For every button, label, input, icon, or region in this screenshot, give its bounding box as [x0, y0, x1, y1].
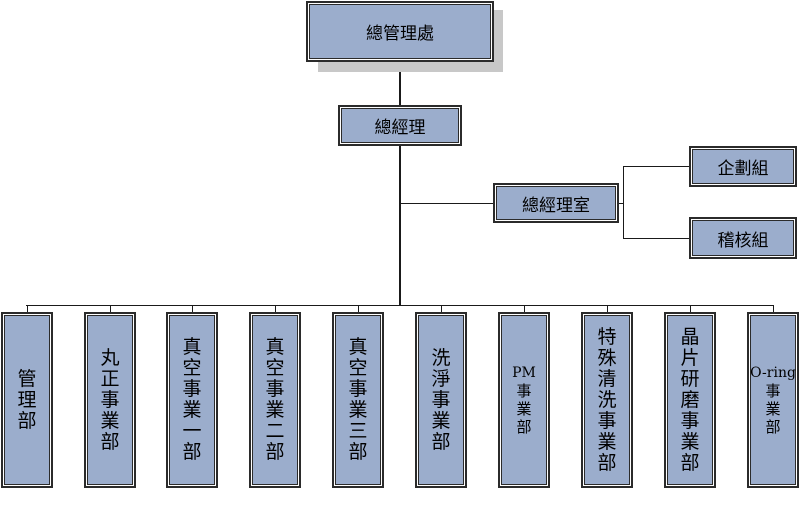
planning-group-node[interactable]: 企劃組: [689, 146, 797, 187]
dept-node-vacuum-2[interactable]: 真空事業二部: [249, 312, 301, 488]
connector-office-to-split: [618, 203, 624, 204]
dept-drop-line: [773, 305, 774, 313]
dept-label: 丸正事業部: [100, 346, 120, 453]
top-node-label: 總管理處: [366, 24, 434, 44]
audit-group-node[interactable]: 稽核組: [689, 217, 797, 259]
connector-split-vertical: [623, 166, 624, 239]
connector-trunk-to-office: [400, 203, 494, 204]
dept-drop-line: [358, 305, 359, 313]
dept-node-vacuum-1[interactable]: 真空事業一部: [166, 312, 218, 488]
dept-drop-line: [524, 305, 525, 313]
dept-node-vacuum-3[interactable]: 真空事業三部: [332, 312, 384, 488]
dept-drop-line: [110, 305, 111, 313]
connector-dept-bus: [26, 305, 774, 306]
dept-node-management[interactable]: 管理部: [1, 312, 53, 488]
dept-label-top: O-ring: [750, 364, 796, 381]
dept-drop-line: [441, 305, 442, 313]
dept-label: 事業部: [516, 381, 532, 436]
dept-drop-line: [275, 305, 276, 313]
gm-office-label: 總經理室: [522, 195, 590, 216]
connector-split-to-planning: [623, 166, 690, 167]
connector-split-to-audit: [623, 238, 690, 239]
gm-office-node[interactable]: 總經理室: [493, 183, 619, 223]
dept-node-special-cleaning[interactable]: 特殊清洗事業部: [581, 312, 633, 488]
dept-label: 真空事業三部: [348, 336, 368, 463]
planning-group-label: 企劃組: [717, 159, 769, 179]
dept-node-wafer-polishing[interactable]: 晶片研磨事業部: [664, 312, 716, 488]
dept-label: 真空事業二部: [265, 336, 285, 463]
gm-node-label: 總經理: [374, 118, 426, 138]
dept-label: 事業部: [765, 381, 781, 436]
dept-node-marusho[interactable]: 丸正事業部: [84, 312, 136, 488]
dept-label: 特殊清洗事業部: [597, 325, 617, 474]
dept-label: 真空事業一部: [182, 336, 202, 463]
audit-group-label: 稽核組: [717, 230, 769, 251]
connector-gm-trunk: [399, 145, 401, 306]
dept-drop-line: [607, 305, 608, 313]
dept-label: 晶片研磨事業部: [680, 325, 700, 474]
top-node[interactable]: 總管理處: [306, 1, 494, 62]
dept-drop-line: [27, 305, 28, 313]
connector-top-to-gm: [399, 61, 401, 105]
dept-node-pm[interactable]: PM 事業部: [498, 312, 550, 488]
dept-drop-line: [192, 305, 193, 313]
dept-node-oring[interactable]: O-ring 事業部: [747, 312, 799, 488]
dept-label-top: PM: [512, 364, 536, 381]
dept-drop-line: [690, 305, 691, 313]
gm-node[interactable]: 總經理: [338, 105, 462, 146]
dept-label: 管理部: [17, 367, 37, 432]
dept-label: 洗淨事業部: [431, 346, 451, 453]
dept-node-cleaning[interactable]: 洗淨事業部: [415, 312, 467, 488]
